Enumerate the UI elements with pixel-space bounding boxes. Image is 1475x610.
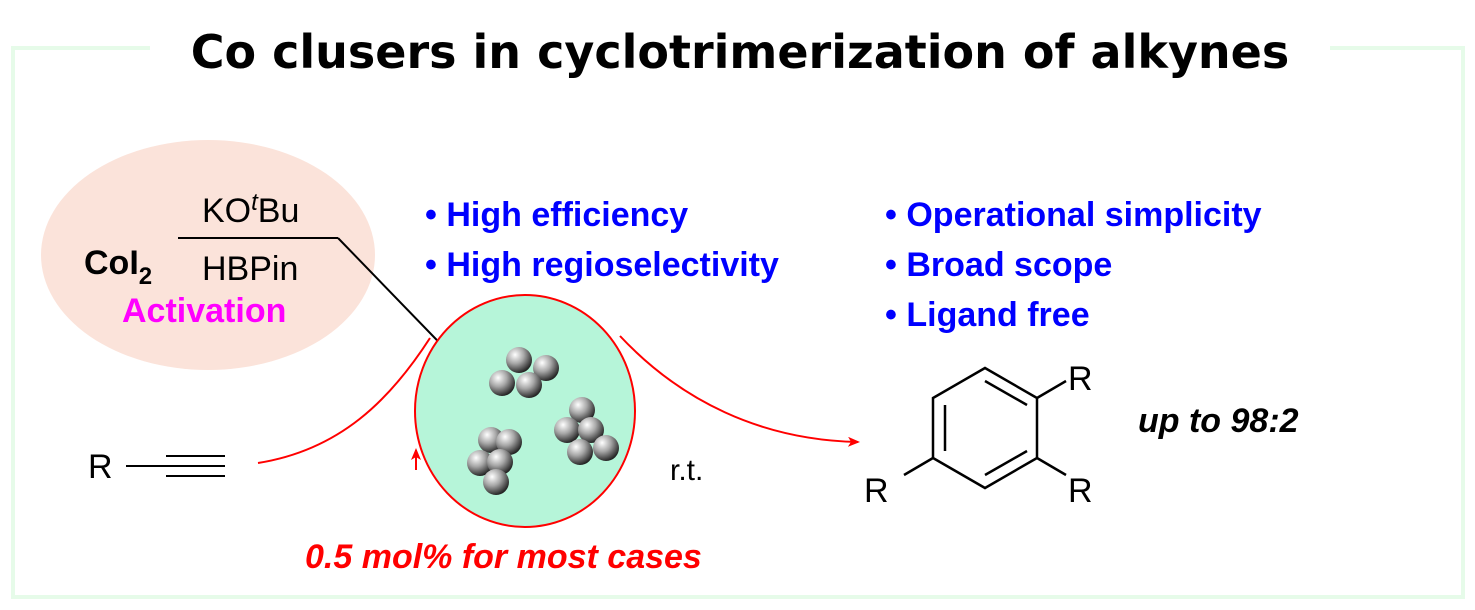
alkyne-triple-bond <box>126 455 225 477</box>
reagent-kotbu: KOtBu <box>202 189 299 230</box>
reagent-hbpin: HBPin <box>202 250 298 288</box>
product-r-group-1: R <box>1068 360 1093 398</box>
product-exit-arrow <box>619 335 860 447</box>
product-r-group-2: R <box>1068 472 1093 510</box>
co-cluster-2 <box>467 427 522 495</box>
co-cluster-3 <box>554 397 619 465</box>
catalyst-formula: CoI2 <box>84 244 152 290</box>
cluster-circle <box>415 295 635 527</box>
feature-high-efficiency: • High efficiency <box>425 196 688 234</box>
co-cluster-1 <box>489 347 559 398</box>
catalyst-loading-label: 0.5 mol% for most cases <box>305 538 702 576</box>
activation-label: Activation <box>122 292 286 330</box>
catalytic-cycle-ring <box>414 294 636 528</box>
feature-broad-scope: • Broad scope <box>885 246 1112 284</box>
selectivity-label: up to 98:2 <box>1138 402 1299 440</box>
title: Co clusers in cyclotrimerization of alky… <box>191 25 1290 79</box>
condition-rt: r.t. <box>670 454 703 487</box>
alkyne-r-group: R <box>88 448 113 486</box>
alkyne-entry-curve <box>257 337 431 464</box>
title-backdrop <box>150 20 1330 80</box>
activation-ellipse <box>41 140 375 370</box>
feature-high-regioselectivity: • High regioselectivity <box>425 246 779 284</box>
feature-ligand-free: • Ligand free <box>885 296 1090 334</box>
benzene-ring <box>903 366 1067 490</box>
product-r-group-3: R <box>864 472 889 510</box>
feature-operational-simplicity: • Operational simplicity <box>885 196 1262 234</box>
